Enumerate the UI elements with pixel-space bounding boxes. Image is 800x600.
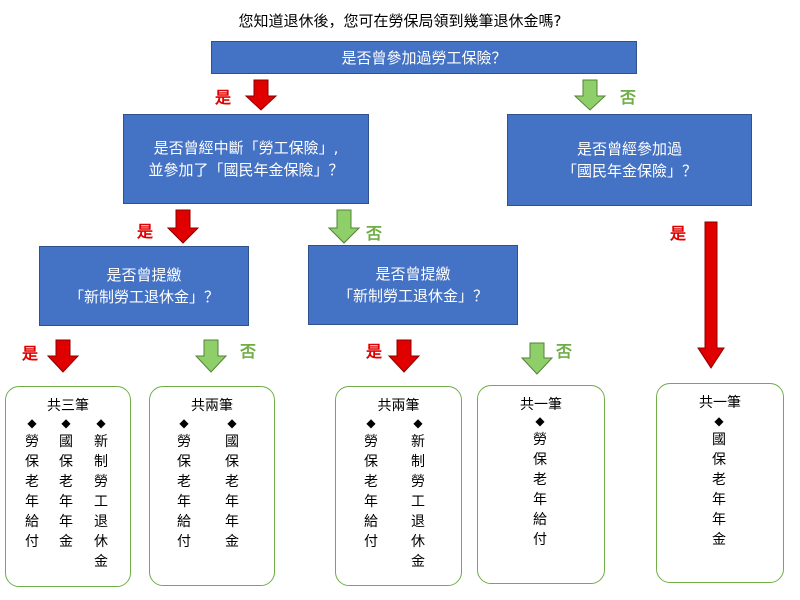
- benefit-item-text: 勞保老年給付: [177, 434, 191, 550]
- question-text-line: 是否曾經參加過: [576, 140, 682, 158]
- benefit-item-text: 勞保老年給付: [25, 434, 39, 550]
- result-title: 共一筆: [699, 395, 741, 411]
- benefit-item-text: 國保老年年金: [712, 432, 726, 548]
- result-title: 共兩筆: [191, 398, 233, 414]
- result-box-two-a: 共兩筆: [149, 386, 275, 586]
- no-arrow-q5: [520, 342, 554, 375]
- benefit-item-column: ◆ 新制勞工退休金: [408, 414, 428, 572]
- diamond-bullet-icon: ◆: [61, 416, 71, 430]
- question-text-line: 「新制勞工退休金」？: [337, 287, 488, 305]
- diamond-bullet-icon: ◆: [413, 416, 423, 430]
- benefit-item-column: ◆ 勞保老年給付: [361, 414, 381, 552]
- question-box-interrupted-labor-insurance: 是否曾經中斷「勞工保險」, 並參加了「國民年金保險」？: [123, 114, 369, 204]
- benefit-item-column: ◆ 國保老年年金: [56, 414, 76, 552]
- benefit-item-text: 勞保老年給付: [364, 434, 378, 550]
- diamond-bullet-icon: ◆: [27, 416, 37, 430]
- question-text-line: 是否曾提繳: [106, 266, 182, 284]
- result-box-one-b: 共一筆: [656, 383, 784, 583]
- benefit-item-column: ◆ 勞保老年給付: [530, 412, 550, 550]
- yes-arrow-q5: [387, 339, 421, 373]
- result-box-two-b: 共兩筆: [335, 386, 462, 586]
- yes-arrow-q1: [244, 79, 278, 111]
- yes-arrow-q2: [166, 209, 200, 244]
- benefit-item-column: ◆ 勞保老年給付: [174, 414, 194, 552]
- question-text-line: 是否曾經中斷「勞工保險」,: [153, 139, 339, 157]
- result-box-one-a: 共一筆: [477, 385, 605, 584]
- no-label: 否: [366, 224, 383, 243]
- question-text-line: 「國民年金保險」？: [561, 162, 697, 180]
- question-box-labor-insurance: 是否曾參加過勞工保險？: [211, 41, 637, 74]
- result-box-three: 共三筆: [5, 386, 131, 587]
- question-box-national-pension: 是否曾經參加過 「國民年金保險」？: [507, 114, 752, 206]
- no-label: 否: [556, 342, 573, 361]
- yes-label: 是: [366, 342, 383, 361]
- diamond-bullet-icon: ◆: [96, 416, 106, 430]
- yes-arrow-q3: [697, 221, 725, 369]
- benefit-item-text: 國保老年年金: [59, 434, 73, 550]
- no-arrow-q1: [573, 79, 607, 111]
- question-text-line: 「新制勞工退休金」？: [68, 288, 219, 306]
- no-arrow-q4: [194, 339, 228, 373]
- question-text-line: 是否曾提繳: [375, 265, 451, 283]
- diagram-title: 您知道退休後，您可在勞保局領到幾筆退休金嗎?: [238, 12, 562, 30]
- yes-label: 是: [215, 88, 232, 107]
- result-title: 共三筆: [47, 398, 89, 414]
- benefit-item-text: 國保老年年金: [225, 434, 239, 550]
- diamond-bullet-icon: ◆: [179, 416, 189, 430]
- diamond-bullet-icon: ◆: [366, 416, 376, 430]
- question-text-line: 並參加了「國民年金保險」？: [148, 161, 344, 179]
- benefit-item-text: 勞保老年給付: [533, 432, 547, 548]
- question-box-new-pension-right: 是否曾提繳 「新制勞工退休金」？: [308, 245, 518, 325]
- result-title: 共一筆: [520, 397, 562, 413]
- benefit-item-text: 新制勞工退休金: [94, 434, 108, 570]
- diamond-bullet-icon: ◆: [227, 416, 237, 430]
- question-text: 是否曾參加過勞工保險？: [341, 48, 507, 67]
- benefit-item-column: ◆ 國保老年年金: [222, 414, 242, 552]
- no-arrow-q2: [327, 209, 361, 244]
- benefit-item-column: ◆ 國保老年年金: [709, 412, 729, 550]
- benefit-item-text: 新制勞工退休金: [411, 434, 425, 570]
- diamond-bullet-icon: ◆: [714, 414, 724, 428]
- yes-label: 是: [22, 344, 39, 363]
- no-label: 否: [240, 342, 257, 361]
- yes-arrow-q4: [46, 339, 80, 373]
- yes-label: 是: [670, 224, 687, 243]
- yes-label: 是: [137, 222, 154, 241]
- diamond-bullet-icon: ◆: [535, 414, 545, 428]
- no-label: 否: [620, 88, 637, 107]
- benefit-item-column: ◆ 新制勞工退休金: [91, 414, 111, 572]
- question-box-new-pension-left: 是否曾提繳 「新制勞工退休金」？: [39, 246, 249, 326]
- result-title: 共兩筆: [377, 398, 420, 414]
- benefit-item-column: ◆ 勞保老年給付: [22, 414, 42, 552]
